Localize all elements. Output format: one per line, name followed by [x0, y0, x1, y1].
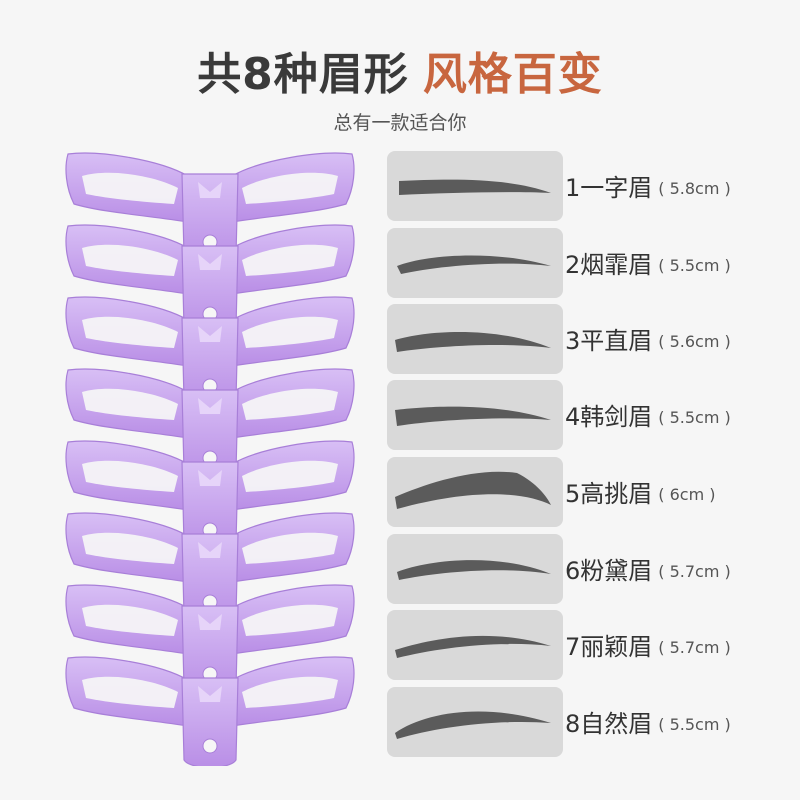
stencil-stack: [65, 152, 355, 766]
brow-shape-size: ( 6cm ): [658, 485, 716, 504]
title-accent: 风格百变: [422, 49, 603, 100]
brow-shape-swatch: [387, 228, 563, 298]
brow-shape-row: 4韩剑眉 ( 5.5cm ): [387, 380, 800, 450]
page-title: 共8种眉形风格百变: [0, 38, 800, 102]
brow-shape-row: 2烟霏眉 ( 5.5cm ): [387, 228, 800, 298]
brow-shape-label: 3平直眉 ( 5.6cm ): [565, 321, 731, 356]
brow-shape-row: 6粉黛眉 ( 5.7cm ): [387, 534, 800, 604]
brow-shape-size: ( 5.8cm ): [658, 179, 731, 198]
brow-shape-row: 7丽颖眉 ( 5.7cm ): [387, 610, 800, 680]
brow-shape-name: 5高挑眉: [565, 480, 653, 508]
brow-shape-icon: [399, 179, 551, 195]
brow-shape-swatch: [387, 151, 563, 221]
page-subtitle: 总有一款适合你: [333, 112, 467, 134]
brow-shape-swatch: [387, 610, 563, 680]
brow-shape-label: 1一字眉 ( 5.8cm ): [565, 168, 731, 203]
brow-shape-row: 8自然眉 ( 5.5cm ): [387, 687, 800, 757]
brow-shape-size: ( 5.5cm ): [658, 256, 731, 275]
brow-shape-name: 6粉黛眉: [565, 557, 653, 585]
brow-shape-icon: [395, 406, 551, 426]
brow-shape-swatch: [387, 380, 563, 450]
brow-shape-row: 1一字眉 ( 5.8cm ): [387, 151, 800, 221]
brow-shape-size: ( 5.6cm ): [658, 332, 731, 351]
brow-shape-icon: [395, 471, 551, 509]
brow-shape-icon: [395, 331, 551, 352]
brow-shape-name: 3平直眉: [565, 327, 653, 355]
brow-shape-swatch: [387, 457, 563, 527]
brow-shape-label: 6粉黛眉 ( 5.7cm ): [565, 551, 731, 586]
brow-shape-label: 4韩剑眉 ( 5.5cm ): [565, 397, 731, 432]
brow-shape-swatch: [387, 687, 563, 757]
brow-shape-label: 2烟霏眉 ( 5.5cm ): [565, 245, 731, 280]
brow-shape-size: ( 5.5cm ): [658, 715, 731, 734]
brow-shape-name: 2烟霏眉: [565, 251, 653, 279]
brow-shape-icon: [395, 711, 551, 739]
brow-shape-name: 7丽颖眉: [565, 633, 653, 661]
brow-shape-label: 7丽颖眉 ( 5.7cm ): [565, 627, 731, 662]
brow-shape-icon: [397, 560, 551, 580]
brow-shape-size: ( 5.5cm ): [658, 408, 731, 427]
title-main: 共8种眉形: [197, 49, 409, 100]
brow-shape-size: ( 5.7cm ): [658, 638, 731, 657]
brow-shape-size: ( 5.7cm ): [658, 562, 731, 581]
brow-shape-row: 3平直眉 ( 5.6cm ): [387, 304, 800, 374]
brow-shape-name: 1一字眉: [565, 174, 653, 202]
brow-shape-label: 5高挑眉 ( 6cm ): [565, 474, 716, 509]
brow-shape-icon: [395, 635, 551, 658]
brow-shape-name: 8自然眉: [565, 710, 653, 738]
brow-shape-label: 8自然眉 ( 5.5cm ): [565, 704, 731, 739]
brow-shape-row: 5高挑眉 ( 6cm ): [387, 457, 800, 527]
brow-shape-name: 4韩剑眉: [565, 403, 653, 431]
brow-shape-swatch: [387, 534, 563, 604]
brow-shape-icon: [397, 255, 551, 274]
brow-shape-swatch: [387, 304, 563, 374]
